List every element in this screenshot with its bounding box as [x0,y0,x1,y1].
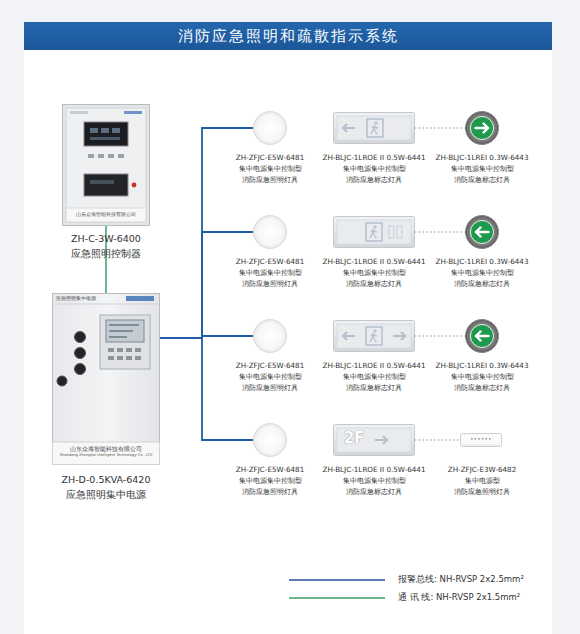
lighting-lamp-outline [253,319,287,353]
node-label: 山东众海智能科技有限公司 [62,212,150,219]
ceiling-light: ZH-ZFJC-E3W-6482集中电源型 消防应急照明灯具 [460,433,502,447]
exit-sign-lamp: ZH-BLJC-1LROE II 0.5W-6441集中电源集中控制型 消防应急… [333,320,415,352]
lamp-link-line [415,127,465,128]
exit-sign-lamp: ZH-BLJC-1LROE II 0.5W-6441集中电源集中控制型 消防应急… [333,112,415,144]
power-supply-cabinet-outline [52,293,160,465]
alarm-bus-line [160,338,253,440]
node-caption: 集中电源集中控制型 消防应急标志灯具 [437,164,527,186]
lighting-lamp-graphic [253,111,287,145]
lighting-lamp-graphic [253,423,287,457]
ceiling-light-graphic [460,433,502,447]
round-sign-lamp-graphic [465,111,499,145]
controller-cabinet-outline [62,104,150,226]
round-sign-lamp: ZH-BLJC-1LREI 0.3W-6443集中电源集中控制型 消防应急标志灯… [465,215,499,249]
lighting-lamp: ZH-ZFJC-E5W-6481集中电源集中控制型 消防应急照明灯具 [253,215,287,249]
node-label: ZH-ZFJC-E5W-6481 [205,465,335,476]
legend-line-sample [289,578,385,582]
node-label: ZH-ZFJC-E5W-6481 [205,257,335,268]
lighting-lamp-graphic [253,319,287,353]
node-caption: 集中电源集中控制型 消防应急标志灯具 [329,164,419,186]
node-label: 应急照明集中电源 [56,295,116,303]
legend-label: 通 讯 线: NH-RVSP 2x1.5mm² [398,592,520,604]
floor-sign-lamp: 2FZH-BLJC-1LROE II 0.5W-6441集中电源集中控制型 消防… [333,424,415,456]
node-label: ZH-ZFJC-E5W-6481 [205,361,335,372]
node-caption: 应急照明控制器 [36,247,176,261]
node-label: ZH-BLJC-1LROE II 0.5W-6441 [309,153,439,164]
legend-label: 报警总线: NH-RVSP 2x2.5mm² [398,574,524,586]
lighting-lamp: ZH-ZFJC-E5W-6481集中电源集中控制型 消防应急照明灯具 [253,111,287,145]
node-label: ZH-BLJC-1LREI 0.3W-6443 [417,153,547,164]
node-label: ZH-BLJC-1LROE II 0.5W-6441 [309,257,439,268]
legend-line-sample [289,596,385,600]
alarm-bus-line [160,232,253,338]
power-supply-cabinet-graphic [52,293,160,465]
exit-sign-lamp-outline [333,216,415,248]
lamp-link-line [415,231,465,232]
round-sign-lamp-outline [465,319,499,353]
controller-cabinet-graphic [62,104,150,226]
node-caption: 集中电源集中控制型 消防应急标志灯具 [329,476,419,498]
round-sign-lamp-outline [465,215,499,249]
node-caption: 集中电源型 消防应急照明灯具 [437,476,527,498]
ceiling-light-outline [460,433,502,447]
lamp-link-line [415,335,465,336]
node-label: ZH-ZFJC-E3W-6482 [417,465,547,476]
lighting-lamp: ZH-ZFJC-E5W-6481集中电源集中控制型 消防应急照明灯具 [253,423,287,457]
node-caption: 集中电源集中控制型 消防应急照明灯具 [225,476,315,498]
lamp-link-line [415,439,460,440]
round-sign-lamp-outline [465,111,499,145]
controller-cabinet: 山东众海智能科技有限公司ZH-C-3W-6400应急照明控制器 [62,104,150,226]
lighting-lamp-outline [253,215,287,249]
node-caption: ZH-BLJC-1LROE II 0.5W-6441 [309,465,439,476]
lighting-lamp-outline [253,111,287,145]
power-supply-cabinet: 应急照明集中电源山东众海智能科技有限公司Shandong Zhonghai In… [52,293,160,465]
exit-sign-lamp-outline [333,112,415,144]
node-caption: 应急照明集中电源 [36,488,176,502]
node-label: 2F [339,429,369,447]
node-caption: 集中电源集中控制型 消防应急照明灯具 [225,268,315,290]
node-caption: ZH-C-3W-6400 [36,232,176,246]
node-label: ZH-ZFJC-E5W-6481 [205,153,335,164]
node-caption: 集中电源集中控制型 消防应急标志灯具 [437,372,527,394]
round-sign-lamp-graphic [465,319,499,353]
node-caption: 集中电源集中控制型 消防应急标志灯具 [329,268,419,290]
node-caption: 集中电源集中控制型 消防应急标志灯具 [329,372,419,394]
node-label: ZH-BLJC-1LREI 0.3W-6443 [417,257,547,268]
round-sign-lamp: ZH-BLJC-1LREI 0.3W-6443集中电源集中控制型 消防应急标志灯… [465,319,499,353]
node-label: ZH-BLJC-1LROE II 0.5W-6441 [309,361,439,372]
exit-sign-lamp-graphic [333,320,415,352]
exit-sign-lamp: ZH-BLJC-1LROE II 0.5W-6441集中电源集中控制型 消防应急… [333,216,415,248]
node-caption: Shandong Zhonghai Intelligent Technology… [52,453,160,458]
round-sign-lamp-graphic [465,215,499,249]
node-caption: 集中电源集中控制型 消防应急标志灯具 [437,268,527,290]
round-sign-lamp: ZH-BLJC-1LREI 0.3W-6443集中电源集中控制型 消防应急标志灯… [465,111,499,145]
node-caption: 集中电源集中控制型 消防应急照明灯具 [225,372,315,394]
lighting-lamp-outline [253,423,287,457]
lighting-lamp-graphic [253,215,287,249]
exit-sign-lamp-graphic [333,112,415,144]
node-caption: 集中电源集中控制型 消防应急照明灯具 [225,164,315,186]
title-band: 消防应急照明和疏散指示系统 [24,22,552,50]
node-label: ZH-BLJC-1LREI 0.3W-6443 [417,361,547,372]
exit-sign-lamp-outline [333,320,415,352]
lighting-lamp: ZH-ZFJC-E5W-6481集中电源集中控制型 消防应急照明灯具 [253,319,287,353]
exit-sign-lamp-graphic [333,216,415,248]
node-caption: 山东众海智能科技有限公司 [52,444,160,453]
node-caption: ZH-D-0.5KVA-6420 [36,473,176,487]
